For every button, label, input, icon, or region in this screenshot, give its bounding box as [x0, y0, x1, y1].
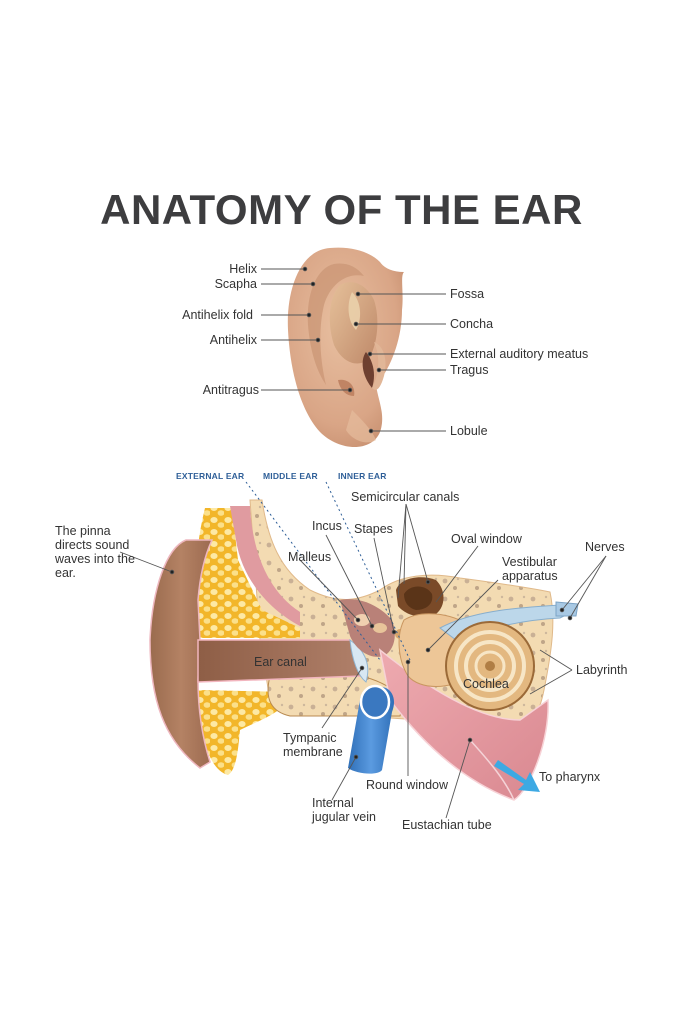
label-internal-jugular-vein: Internal jugular vein: [312, 796, 376, 824]
label-tympanic-membrane: Tympanic membrane: [283, 731, 343, 759]
label-vestibular-apparatus: Vestibular apparatus: [502, 555, 558, 583]
label-incus: Incus: [312, 519, 342, 533]
cochlea-spiral: [445, 621, 535, 711]
label-helix: Helix: [229, 262, 257, 276]
label-eustachian-tube: Eustachian tube: [402, 818, 492, 832]
label-tragus: Tragus: [450, 363, 489, 377]
region-inner-ear: INNER EAR: [338, 471, 387, 481]
label-round-window: Round window: [366, 778, 448, 792]
label-semicircular-canals: Semicircular canals: [351, 490, 460, 504]
label-fossa: Fossa: [450, 287, 485, 301]
label-malleus: Malleus: [288, 550, 332, 564]
region-external-ear: EXTERNAL EAR: [176, 471, 245, 481]
page-title: ANATOMY OF THE EAR: [100, 186, 583, 233]
label-lobule: Lobule: [450, 424, 488, 438]
label-antihelix: Antihelix: [209, 333, 257, 347]
label-concha: Concha: [450, 317, 494, 331]
label-ear-canal: Ear canal: [254, 655, 307, 669]
outer-ear-illustration: [287, 247, 404, 447]
cross-section-leaders: [119, 503, 607, 819]
label-external-auditory-meatus: External auditory meatus: [450, 347, 589, 361]
label-antihelix-fold: Antihelix fold: [182, 308, 253, 322]
label-antitragus: Antitragus: [202, 383, 259, 397]
label-nerves: Nerves: [585, 540, 625, 554]
label-cochlea: Cochlea: [463, 677, 509, 691]
label-labyrinth: Labyrinth: [576, 663, 628, 677]
external-middle-divider: [245, 481, 381, 661]
cross-section-illustration: [149, 499, 579, 801]
label-scapha: Scapha: [214, 277, 257, 291]
region-middle-ear: MIDDLE EAR: [263, 471, 318, 481]
outer-ear-leaders: [261, 266, 446, 434]
pinna-note: The pinna directs sound waves into the e…: [55, 524, 135, 580]
label-stapes: Stapes: [354, 522, 393, 536]
label-oval-window: Oval window: [451, 532, 522, 546]
label-to-pharynx: To pharynx: [539, 770, 601, 784]
